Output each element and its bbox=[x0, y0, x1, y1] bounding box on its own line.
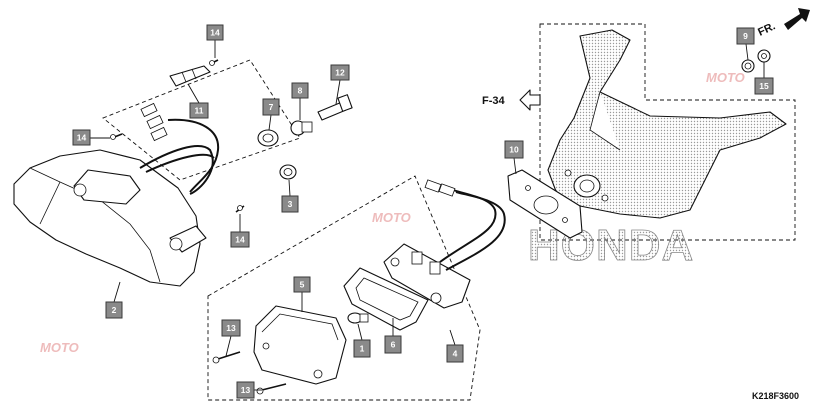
callout-1: 1 bbox=[353, 339, 371, 358]
svg-text:14: 14 bbox=[235, 235, 245, 245]
svg-text:F-34: F-34 bbox=[482, 95, 506, 107]
svg-text:15: 15 bbox=[759, 81, 769, 91]
moto-watermark-left: MOTO bbox=[40, 340, 79, 355]
reference-f34: F-34 bbox=[482, 89, 541, 111]
leader-lines bbox=[90, 40, 765, 391]
honda-watermark: HONDA bbox=[528, 221, 694, 270]
washer-part bbox=[757, 49, 771, 63]
svg-text:1: 1 bbox=[360, 344, 365, 354]
svg-text:13: 13 bbox=[226, 323, 236, 333]
screw-13-lower bbox=[256, 383, 287, 395]
callout-15: 15 bbox=[754, 77, 774, 95]
svg-text:4: 4 bbox=[453, 349, 458, 359]
connector-part bbox=[140, 102, 220, 193]
screw-14-left bbox=[110, 133, 123, 140]
svg-text:8: 8 bbox=[298, 86, 303, 96]
svg-text:9: 9 bbox=[743, 31, 748, 41]
callout-14-right: 14 bbox=[230, 231, 250, 248]
callout-2: 2 bbox=[105, 301, 123, 319]
grommet-part bbox=[257, 129, 279, 147]
tail-light-assembly-part bbox=[13, 145, 215, 287]
svg-text:5: 5 bbox=[300, 280, 305, 290]
callout-8: 8 bbox=[291, 82, 309, 99]
rear-fender-part bbox=[547, 29, 787, 219]
callout-5: 5 bbox=[293, 276, 311, 293]
license-lens-part bbox=[253, 305, 347, 385]
callout-13-lower: 13 bbox=[236, 381, 255, 399]
lens-gasket-part bbox=[343, 267, 429, 331]
svg-text:12: 12 bbox=[335, 68, 345, 78]
diagram-code: K218F3600 bbox=[752, 391, 799, 401]
callout-6: 6 bbox=[384, 335, 402, 354]
screw-13-upper bbox=[212, 351, 241, 364]
front-direction-indicator: FR. bbox=[756, 8, 810, 39]
callout-11: 11 bbox=[189, 102, 209, 119]
svg-text:11: 11 bbox=[195, 106, 204, 116]
callout-13-upper: 13 bbox=[221, 319, 241, 337]
collar-bolt-part bbox=[290, 120, 313, 136]
callout-14-left: 14 bbox=[72, 129, 91, 146]
gasket-part bbox=[507, 169, 583, 239]
svg-text:10: 10 bbox=[509, 145, 519, 155]
callout-7: 7 bbox=[262, 98, 280, 116]
bolt-part bbox=[317, 94, 353, 121]
svg-text:2: 2 bbox=[112, 305, 117, 315]
lower-assembly-dashed-outline bbox=[207, 175, 481, 401]
callout-3: 3 bbox=[281, 195, 299, 213]
bulb-part bbox=[347, 312, 369, 324]
callout-4: 4 bbox=[446, 344, 464, 363]
upper-left-dashed-outline bbox=[102, 59, 301, 181]
svg-text:FR.: FR. bbox=[756, 20, 777, 38]
svg-text:3: 3 bbox=[288, 199, 293, 209]
callout-14-top: 14 bbox=[206, 24, 224, 41]
callout-12: 12 bbox=[330, 64, 350, 81]
nut-part bbox=[741, 59, 755, 73]
screw-14-right bbox=[235, 205, 245, 213]
callout-10: 10 bbox=[504, 140, 524, 159]
moto-watermark-right: MOTO bbox=[706, 70, 745, 85]
svg-text:13: 13 bbox=[241, 385, 251, 395]
collar-part bbox=[279, 164, 297, 180]
svg-text:7: 7 bbox=[269, 102, 274, 112]
cushion-part bbox=[169, 65, 211, 87]
license-socket-part bbox=[383, 179, 506, 309]
screw-14-top bbox=[209, 59, 219, 66]
svg-text:14: 14 bbox=[210, 28, 220, 38]
callout-9: 9 bbox=[736, 27, 755, 45]
moto-watermark-center: MOTO bbox=[372, 210, 411, 225]
svg-text:14: 14 bbox=[77, 133, 87, 143]
rear-fender-dashed-outline bbox=[539, 23, 796, 241]
svg-text:6: 6 bbox=[391, 340, 396, 350]
